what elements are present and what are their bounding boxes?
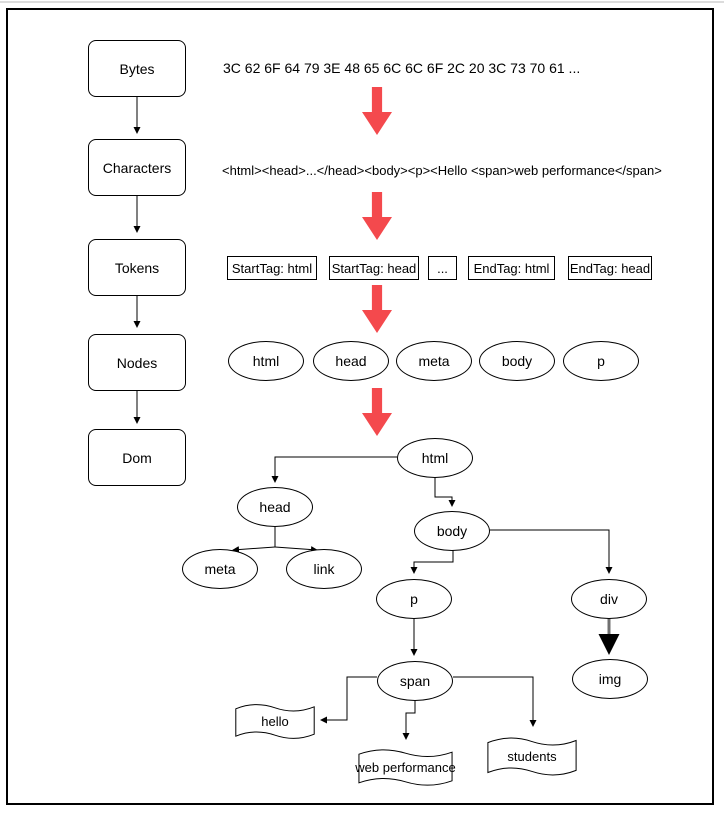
tree-node-link: link (286, 549, 362, 589)
edge-span-students (453, 676, 537, 727)
token-label: ... (437, 260, 448, 276)
bytes-hex-text: 3C 62 6F 64 79 3E 48 65 6C 6C 6F 2C 20 3… (223, 60, 581, 76)
node-ellipse-p: p (563, 341, 639, 381)
stage-label: Tokens (114, 259, 160, 276)
edge-body-div (490, 529, 613, 574)
token-label: StartTag: html (231, 260, 313, 276)
node-label: p (597, 353, 605, 369)
text-node-label: web performance (355, 760, 456, 775)
tape-shape (235, 700, 315, 743)
stage-label: Nodes (116, 354, 158, 371)
tree-node-label: head (259, 499, 291, 515)
top-divider (0, 1, 724, 3)
token-box-starttag-html: StartTag: html (227, 256, 317, 280)
diagram-frame (6, 8, 714, 805)
tree-node-label: div (600, 591, 618, 607)
node-label: head (335, 353, 367, 369)
node-ellipse-html: html (228, 341, 304, 381)
tree-node-head: head (237, 487, 313, 527)
token-box-starttag-head: StartTag: head (329, 256, 419, 280)
tree-node-label: body (436, 523, 468, 539)
node-ellipse-head: head (313, 341, 389, 381)
tree-node-label: link (313, 561, 335, 577)
stage-box-dom: Dom (88, 429, 186, 486)
node-label: body (501, 353, 533, 369)
stage-box-nodes: Nodes (88, 334, 186, 391)
tree-node-p: p (376, 579, 452, 619)
text-node-students: students (487, 733, 577, 780)
edge-span-hello (320, 676, 377, 724)
text-node-hello: hello (235, 700, 315, 743)
token-label: EndTag: head (569, 260, 651, 276)
stage-box-bytes: Bytes (88, 40, 186, 97)
node-label: meta (418, 353, 450, 369)
node-label: html (252, 353, 280, 369)
node-ellipse-body: body (479, 341, 555, 381)
tape-shape (487, 733, 577, 780)
tree-node-span: span (377, 661, 453, 701)
tape-shape (358, 745, 453, 790)
token-box-endtag-head: EndTag: head (568, 256, 652, 280)
tree-node-div: div (571, 579, 647, 619)
tree-node-img: img (572, 659, 648, 699)
stage-label: Dom (122, 449, 152, 466)
tree-node-label: span (399, 673, 431, 689)
edge-head-meta (232, 546, 276, 554)
tree-node-label: html (421, 450, 449, 466)
characters-text: <html><head>...</head><body><p><Hello <s… (222, 163, 662, 178)
edge-html-head (271, 456, 397, 483)
token-box-endtag-html: EndTag: html (468, 256, 555, 280)
text-node-label: hello (261, 714, 289, 729)
stage-box-characters: Characters (88, 139, 186, 196)
token-label: EndTag: html (473, 260, 550, 276)
edge-span-webperformance (402, 699, 416, 740)
text-node-web-performance: web performance (355, 745, 456, 790)
edge-body-p (410, 549, 454, 574)
stage-label: Bytes (119, 60, 155, 77)
tree-node-label: meta (204, 561, 236, 577)
node-ellipse-meta: meta (396, 341, 472, 381)
token-box-ellipsis: ... (428, 256, 457, 280)
stage-label: Characters (102, 159, 172, 176)
tree-node-body: body (414, 511, 490, 551)
tree-node-label: img (598, 671, 622, 687)
tree-node-label: p (410, 591, 418, 607)
tree-node-meta: meta (182, 549, 258, 589)
tree-node-html: html (397, 438, 473, 478)
edge-html-body (434, 477, 456, 507)
text-node-label: students (507, 749, 557, 764)
token-label: StartTag: head (331, 260, 417, 276)
stage-box-tokens: Tokens (88, 239, 186, 296)
